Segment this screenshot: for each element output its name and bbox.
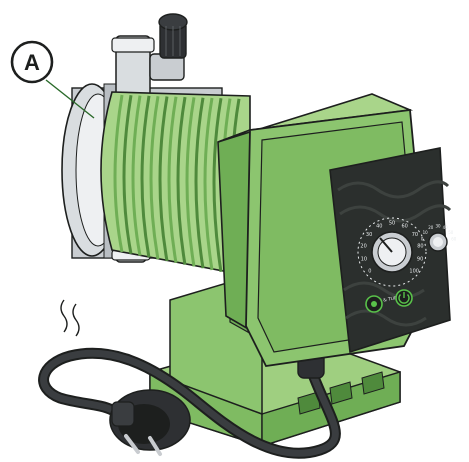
frequency-tick-label: 40 [443, 225, 449, 230]
power-icon[interactable] [395, 289, 413, 307]
cooling-fin [131, 95, 142, 256]
dial-tick-label: 10 [361, 257, 367, 263]
cooling-fin [212, 98, 223, 273]
cooling-fin [185, 97, 196, 267]
frequency-tick-label: 10 [423, 230, 429, 235]
frequency-tick-label: 20 [428, 225, 434, 230]
frequency-tick-label: 60 [451, 237, 457, 242]
plug-icon [109, 389, 191, 456]
dial-tick-label: 50 [389, 221, 395, 227]
mode-label: PUSH & TURN [369, 295, 401, 306]
dial-tick-label: 60 [402, 224, 408, 230]
dial-tick-label: 100 [409, 268, 419, 274]
dosing-button-icon[interactable] [365, 295, 383, 313]
cooling-fin [113, 94, 124, 253]
callout-a: A [10, 40, 95, 119]
dial-tick-label: 70 [412, 232, 418, 238]
cooling-fin [140, 95, 151, 258]
cooling-fin [194, 97, 205, 269]
cooling-fin [167, 96, 178, 264]
cooling-fin [203, 97, 214, 271]
dial-tick-label: 90 [417, 257, 423, 263]
callout-label: A [24, 50, 40, 75]
dial-tick-label: 80 [417, 244, 423, 250]
dial-tick-label: 30 [366, 232, 372, 238]
valve-head [111, 35, 185, 97]
cooling-fin [176, 96, 187, 265]
cooling-fin [122, 95, 133, 255]
dial-tick-label: 0 [368, 268, 371, 274]
dial-tick-label: 40 [376, 224, 382, 230]
cooling-fin [158, 96, 169, 262]
valve-knob-icon [158, 13, 188, 59]
frequency-tick-label: 50 [448, 230, 454, 235]
cooling-fin [149, 95, 160, 260]
frequency-tick-label: 30 [435, 223, 441, 228]
dial-tick-label: 20 [360, 244, 366, 250]
frequency-tick-label: 0 [421, 237, 424, 242]
